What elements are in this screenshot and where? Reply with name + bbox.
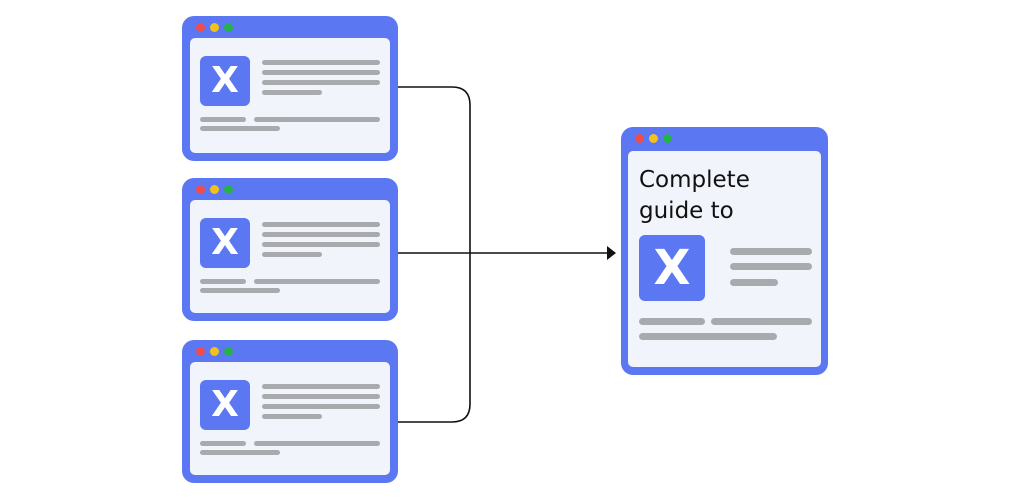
source-page-1: X (182, 16, 398, 161)
text-line (262, 414, 322, 419)
text-line (262, 242, 380, 247)
source-page-2: X (182, 178, 398, 321)
minimize-dot-icon (210, 347, 219, 356)
text-line (730, 279, 778, 286)
text-line (200, 126, 280, 131)
text-line (200, 279, 246, 284)
minimize-dot-icon (649, 134, 658, 143)
maximize-dot-icon (224, 185, 233, 194)
text-line (262, 90, 322, 95)
text-line (639, 318, 705, 325)
text-line (262, 394, 380, 399)
x-logo-icon: X (200, 218, 250, 268)
close-dot-icon (196, 185, 205, 194)
page-content: X (190, 362, 390, 475)
text-line (262, 384, 380, 389)
page-content: Complete guide to X (628, 151, 821, 367)
maximize-dot-icon (224, 23, 233, 32)
x-logo-icon: X (200, 56, 250, 106)
result-page: Complete guide to X (621, 127, 828, 375)
text-line (200, 117, 246, 122)
text-line (262, 404, 380, 409)
x-logo-icon: X (200, 380, 250, 430)
maximize-dot-icon (663, 134, 672, 143)
close-dot-icon (196, 23, 205, 32)
close-dot-icon (635, 134, 644, 143)
text-line (262, 252, 322, 257)
text-line (200, 450, 280, 455)
close-dot-icon (196, 347, 205, 356)
text-line (262, 80, 380, 85)
minimize-dot-icon (210, 23, 219, 32)
text-line (254, 279, 380, 284)
source-page-3: X (182, 340, 398, 483)
text-line (730, 263, 812, 270)
x-logo-icon: X (639, 235, 705, 301)
text-line (262, 232, 380, 237)
page-content: X (190, 38, 390, 153)
text-line (200, 288, 280, 293)
text-line (730, 248, 812, 255)
text-line (262, 222, 380, 227)
guide-title: Complete guide to (639, 167, 750, 224)
text-line (262, 70, 380, 75)
text-line (254, 441, 380, 446)
text-line (254, 117, 380, 122)
arrow-right-icon (607, 246, 616, 260)
maximize-dot-icon (224, 347, 233, 356)
minimize-dot-icon (210, 185, 219, 194)
connector-line-top (396, 86, 471, 423)
text-line (200, 441, 246, 446)
text-line (711, 318, 812, 325)
text-line (639, 333, 777, 340)
page-content: X (190, 200, 390, 313)
text-line (262, 60, 380, 65)
